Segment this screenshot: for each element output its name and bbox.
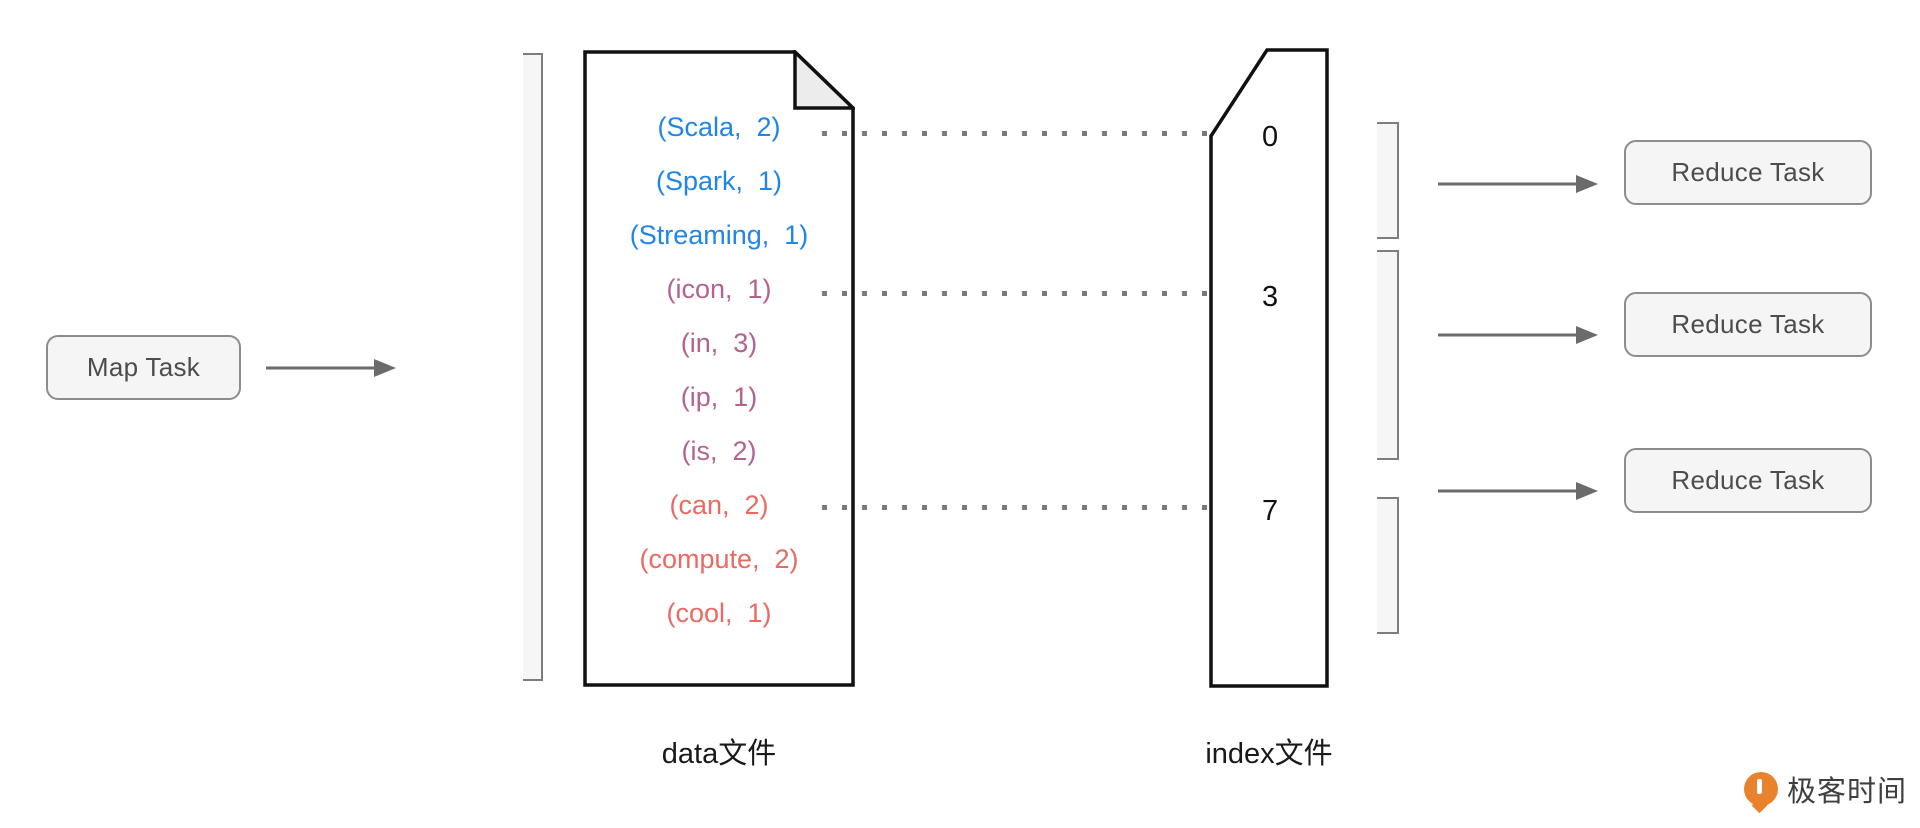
data-file-shape bbox=[583, 50, 855, 687]
data-file-entries: (Scala, 2) (Spark, 1) (Streaming, 1) (ic… bbox=[583, 100, 855, 640]
index-file-shape bbox=[1209, 48, 1329, 688]
data-file-caption: data文件 bbox=[661, 738, 777, 770]
reduce-task-box-2[interactable]: Reduce Task bbox=[1624, 292, 1872, 357]
data-entry: (is, 2) bbox=[681, 436, 757, 466]
data-entry: (Streaming, 1) bbox=[629, 220, 809, 250]
data-entry: (compute, 2) bbox=[639, 544, 799, 574]
arrow-to-reduce-task-3 bbox=[1438, 480, 1598, 502]
index-offset-value: 0 bbox=[1262, 121, 1279, 153]
data-entry: (Spark, 1) bbox=[655, 166, 783, 196]
arrow-to-reduce-task-2 bbox=[1438, 324, 1598, 346]
partition-bracket-1 bbox=[1377, 122, 1399, 239]
connector-dotted-offset-3 bbox=[822, 291, 1242, 296]
reduce-task-box-1[interactable]: Reduce Task bbox=[1624, 140, 1872, 205]
map-task-label: Map Task bbox=[86, 352, 201, 382]
partition-bracket-3 bbox=[1377, 497, 1399, 634]
map-task-box[interactable]: Map Task bbox=[46, 335, 241, 400]
data-entry: (ip, 1) bbox=[680, 382, 758, 412]
reduce-task-label: Reduce Task bbox=[1671, 309, 1825, 339]
connector-dotted-offset-0 bbox=[822, 131, 1242, 136]
data-entry: (in, 3) bbox=[680, 328, 758, 358]
data-entry: (Scala, 2) bbox=[657, 112, 781, 142]
reduce-task-box-3[interactable]: Reduce Task bbox=[1624, 448, 1872, 513]
data-file-span-bracket bbox=[523, 53, 543, 681]
connector-dotted-offset-7 bbox=[822, 505, 1242, 510]
index-offset-value: 7 bbox=[1262, 495, 1279, 527]
data-entry: (icon, 1) bbox=[666, 274, 772, 304]
partition-bracket-2 bbox=[1377, 250, 1399, 460]
arrow-to-reduce-task-1 bbox=[1438, 173, 1598, 195]
data-entry: (can, 2) bbox=[669, 490, 769, 520]
data-entry: (cool, 1) bbox=[666, 598, 772, 628]
reduce-task-label: Reduce Task bbox=[1671, 465, 1825, 495]
watermark: 极客时间 bbox=[1744, 768, 1907, 810]
geekbang-logo-icon bbox=[1744, 772, 1778, 806]
arrow-map-to-data bbox=[266, 357, 396, 379]
index-offset-value: 3 bbox=[1262, 281, 1279, 313]
watermark-label: 极客时间 bbox=[1787, 776, 1908, 808]
index-file-caption: index文件 bbox=[1205, 738, 1333, 770]
reduce-task-label: Reduce Task bbox=[1671, 157, 1825, 187]
